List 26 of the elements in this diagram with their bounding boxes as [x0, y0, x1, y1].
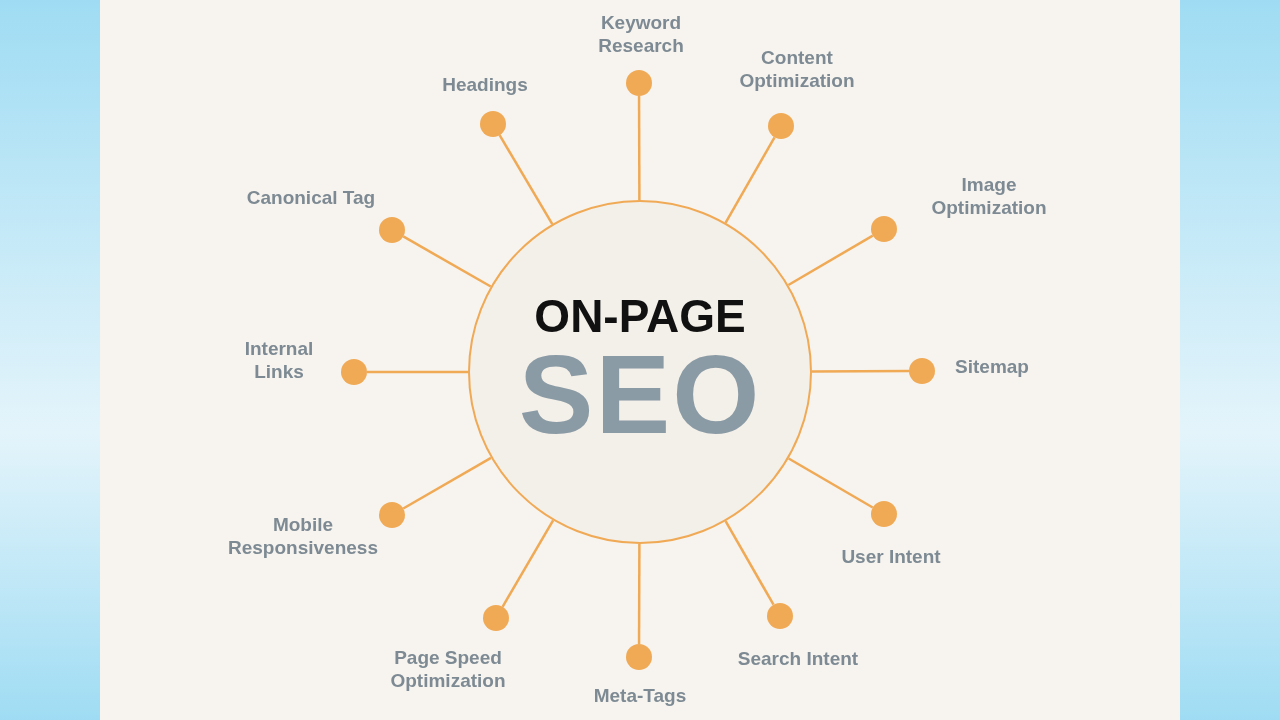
- spoke-line: [724, 520, 775, 606]
- spoke-label: Canonical Tag: [245, 186, 377, 210]
- spoke-line: [788, 457, 874, 509]
- spoke-line: [637, 96, 641, 200]
- hub-title: ON-PAGE: [534, 293, 746, 339]
- spoke-label: Mobile Responsiveness: [227, 514, 379, 560]
- spoke-line: [501, 519, 555, 608]
- spoke-label: Page Speed Optimization: [389, 647, 507, 693]
- spoke-label: Internal Links: [243, 338, 315, 384]
- spoke-label: Sitemap: [954, 355, 1030, 379]
- spoke-line: [637, 544, 641, 644]
- spoke-label: Image Optimization: [930, 174, 1048, 220]
- spoke-line: [402, 456, 492, 510]
- spoke-line: [367, 370, 468, 374]
- spoke-line: [402, 235, 492, 288]
- spoke-label: Meta-Tags: [592, 684, 688, 708]
- spoke-label: Content Optimization: [738, 47, 856, 93]
- spoke-label: User Intent: [840, 545, 942, 569]
- hub-subtitle: SEO: [518, 339, 762, 451]
- spoke-line: [724, 136, 776, 224]
- spoke-line: [812, 369, 909, 373]
- spoke-label: Headings: [441, 73, 529, 97]
- spoke-line: [787, 234, 874, 287]
- spoke-label: Search Intent: [736, 647, 860, 671]
- spoke-line: [498, 134, 554, 225]
- spoke-label: Keyword Research: [597, 12, 685, 58]
